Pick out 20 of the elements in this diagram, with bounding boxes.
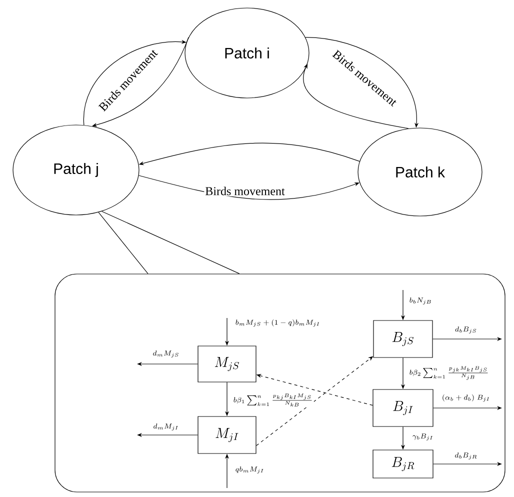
compartment-box: $M_{jS}$ [198, 346, 256, 382]
edge-label: $d_mM_{jI}$ [152, 422, 180, 432]
callout-line [98, 212, 148, 274]
edge-label: $\gamma_bB_{jI}$ [411, 432, 434, 442]
compartment-box: $B_{jR}$ [372, 450, 434, 478]
edge-label: $(\alpha_b+d_b)\;B_{jI}$ [440, 393, 492, 403]
edge-label: $b_bN_{jB}$ [408, 296, 433, 306]
edge-label: $b\beta_1\sum_{k=1}^{n}\frac{p_{kj}B_{kI}M_{jS}}{N_{kB}}$ [232, 392, 314, 408]
edge-label: $d_bB_{jR}$ [454, 452, 478, 460]
edge-label: $qb_mM_{jI}$ [234, 466, 266, 474]
compartment-box: $B_{jS}$ [373, 320, 433, 358]
compartment-box: $B_{jI}$ [372, 389, 434, 427]
compartment-box: $M_{jI}$ [198, 416, 256, 454]
edge-label: Birds movement [204, 186, 286, 196]
edge-label: $d_mM_{jS}$ [152, 350, 180, 358]
callout-line [102, 211, 240, 274]
edge-label: $d_bB_{jS}$ [454, 326, 478, 334]
edge-label: $b_mM_{jS}+(1-q)b_mM_{jI}$ [234, 318, 322, 328]
zoom-panel [54, 274, 506, 492]
edge-label: $b\beta_2\sum_{k=1}^{n}\frac{p_{jk}M_{kI}B_{jS}}{N_{jB}}$ [408, 365, 490, 381]
